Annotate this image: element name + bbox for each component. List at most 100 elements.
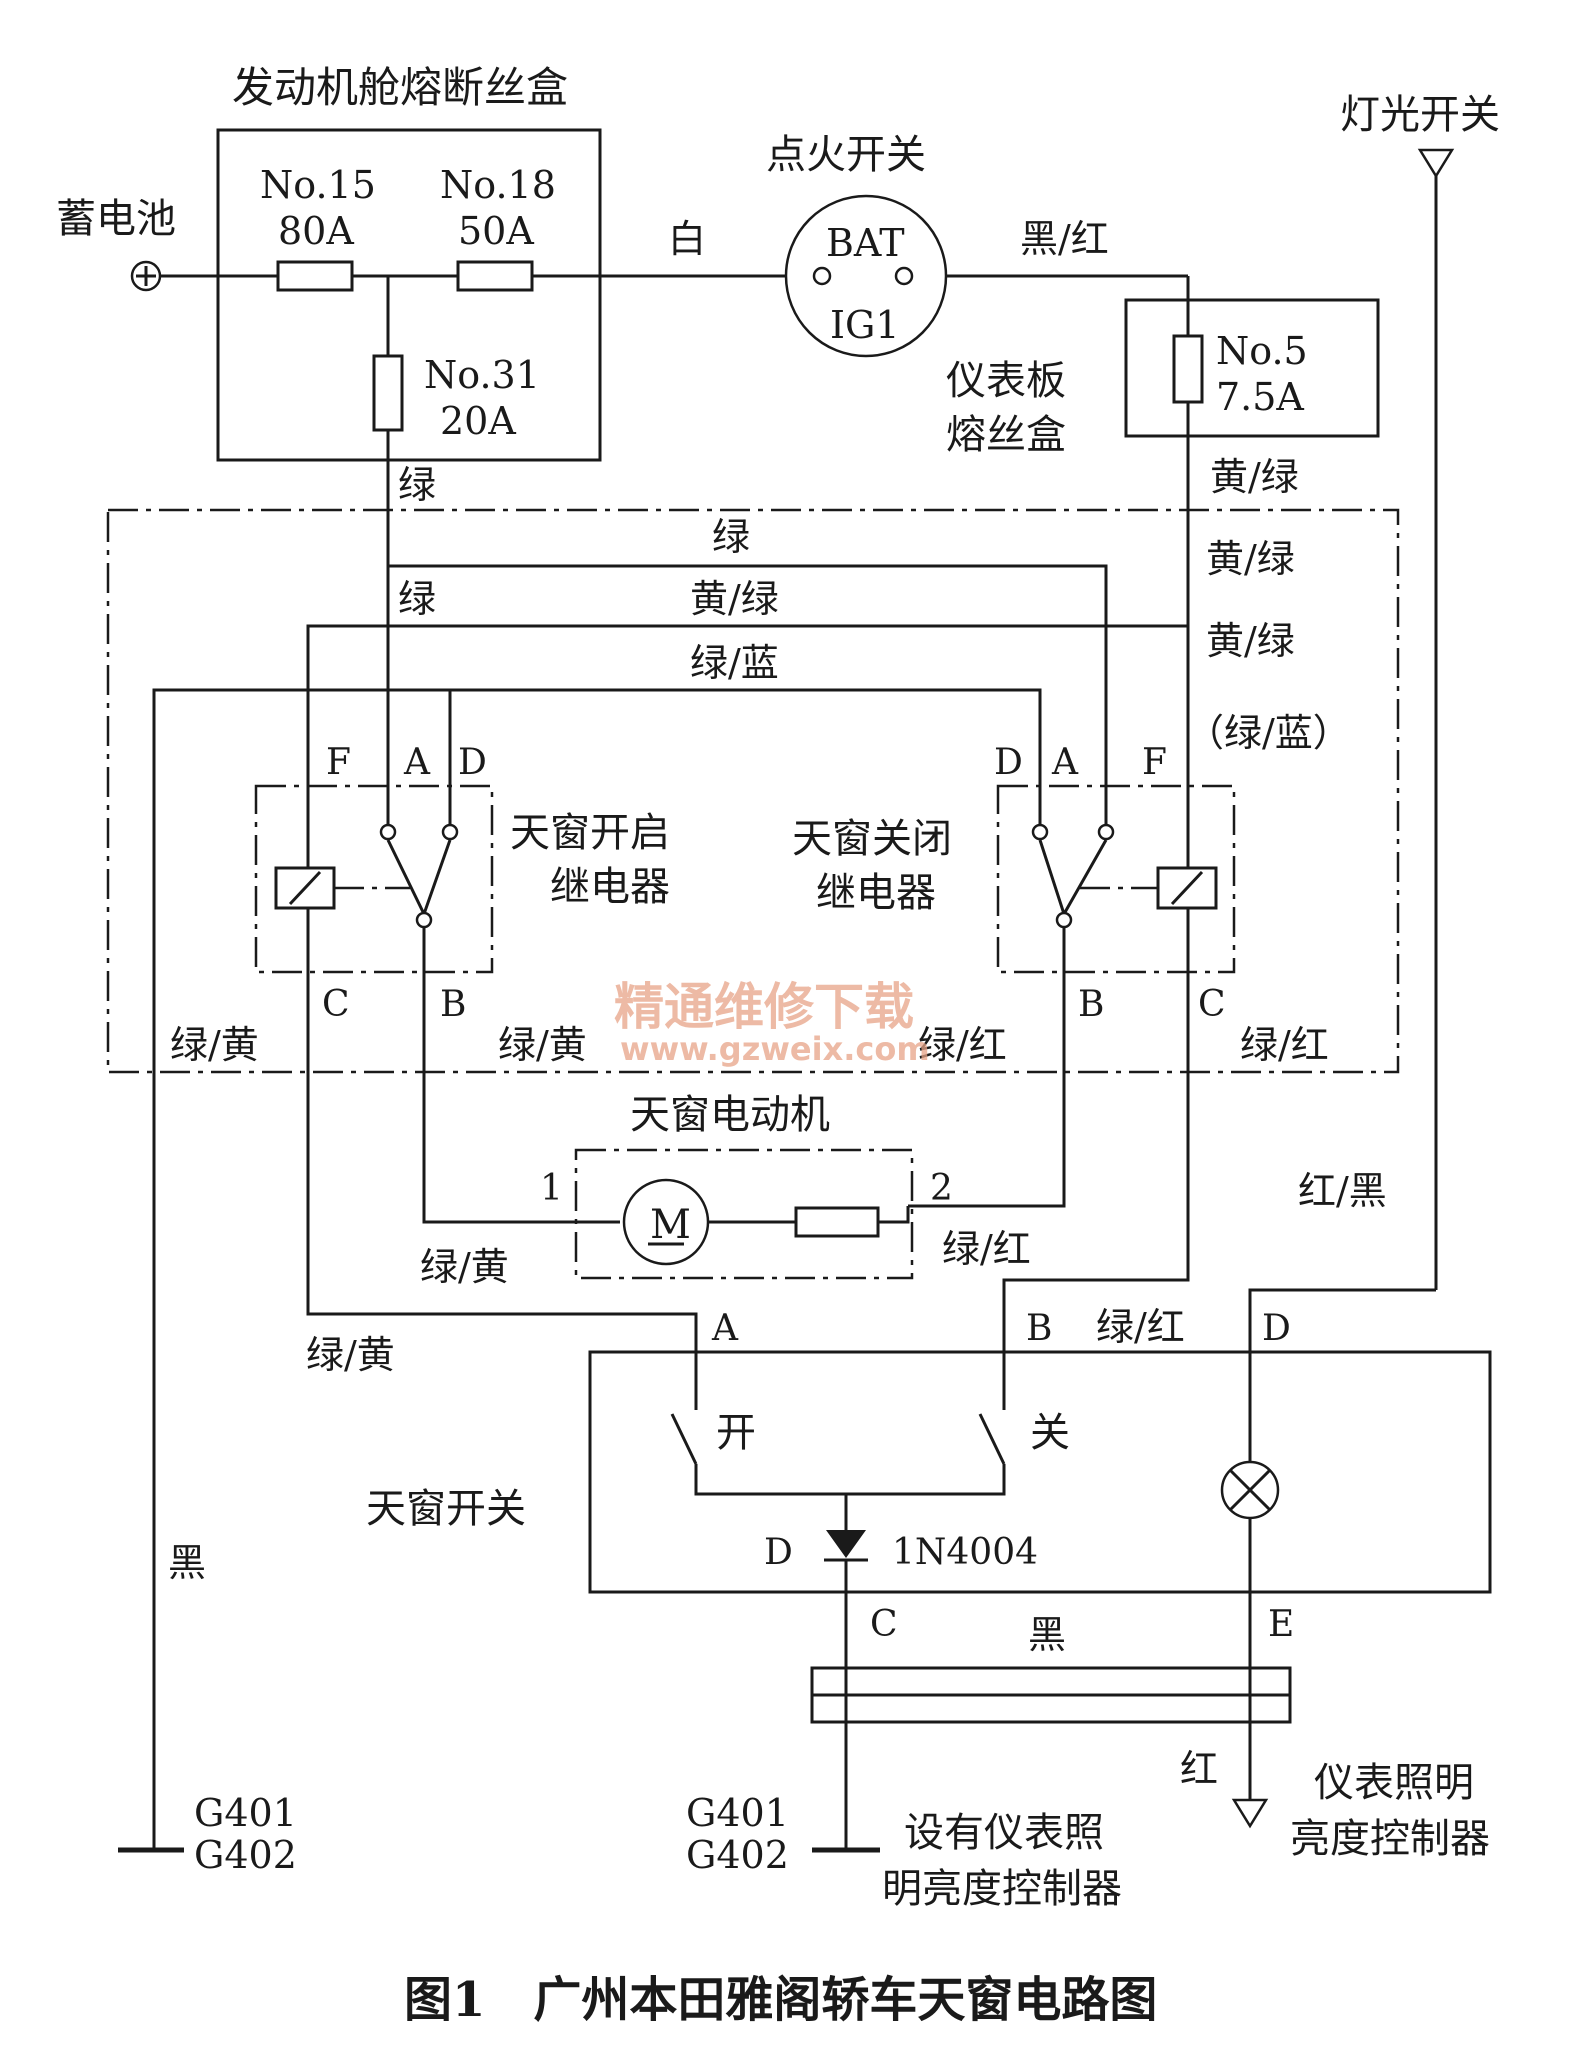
open-relay-pin-C: C (322, 984, 350, 1025)
fuse-no18-rating: 50A (458, 209, 534, 253)
motor-pin-2: 2 (930, 1168, 953, 1209)
wire-green-blue-run (152, 688, 1042, 1850)
sunroof-switch-frame (588, 1350, 1492, 1594)
dash-fuse-box-frame (1124, 298, 1380, 438)
wire-label-white: 白 (668, 217, 706, 261)
engine-fuse-box-title: 发动机舱熔断丝盒 (232, 63, 568, 112)
wire-label-green-yellow-4: 绿/黄 (306, 1333, 395, 1377)
open-relay-contact-B (415, 911, 433, 929)
ground-center-g402: G402 (686, 1833, 789, 1877)
ignition-ig1-label: IG1 (830, 303, 900, 347)
close-relay-pin-A: A (1051, 742, 1079, 783)
open-relay-pin-B: B (440, 984, 466, 1025)
ground-center-g401: G401 (686, 1791, 789, 1835)
open-relay-pin-F: F (326, 742, 351, 783)
close-relay-frame (996, 784, 1236, 974)
no-dimmer-label-1: 设有仪表照 (904, 1810, 1104, 1856)
wire-green-run (388, 564, 1108, 786)
fuse-no31 (372, 354, 404, 432)
open-relay-pin-A: A (403, 742, 431, 783)
wire-label-yellow-green-4: 黄/绿 (1206, 619, 1295, 663)
open-relay-contact-D (441, 823, 459, 841)
open-relay-coil-slash (288, 870, 322, 906)
switch-pin-E: E (1268, 1604, 1294, 1645)
wire-red-black-to-D (1248, 1288, 1436, 1480)
open-relay-label-2: 继电器 (550, 864, 670, 910)
diode-model: 1N4004 (892, 1532, 1038, 1573)
fuse-no18 (456, 260, 534, 292)
wire-label-black-2: 黑 (1028, 1613, 1066, 1657)
close-relay-contact-D (1031, 823, 1049, 841)
close-relay-pin-C: C (1198, 984, 1226, 1025)
no-dimmer-label-2: 明亮度控制器 (882, 1866, 1122, 1912)
wire-label-black-1: 黑 (168, 1541, 206, 1585)
wire-close-B-to-motor (908, 972, 1066, 1208)
ignition-ig1-terminal (894, 266, 914, 286)
wire-label-yellow-green-3: 黄/绿 (690, 577, 779, 621)
close-relay-pin-D: D (994, 742, 1023, 783)
close-relay-armature (1038, 839, 1108, 918)
wire-switch-common (694, 1464, 1006, 1496)
close-relay-contact-B (1055, 911, 1073, 929)
ignition-bat-label: BAT (826, 221, 905, 265)
wire-label-green-yellow-3: 绿/黄 (420, 1245, 509, 1289)
switch-close-blade (978, 1413, 1006, 1465)
ignition-switch-title: 点火开关 (766, 132, 926, 178)
wire-label-yellow-green-1: 黄/绿 (1210, 455, 1299, 499)
wire-label-black-red: 黑/红 (1020, 217, 1109, 261)
close-relay-label-1: 天窗关闭 (792, 816, 952, 862)
dash-fuse-id: No.5 (1216, 329, 1308, 373)
ground-left-g401: G401 (194, 1791, 297, 1835)
wire-label-green-red-1: 绿/红 (918, 1023, 1007, 1067)
wire-label-green-red-3: 绿/红 (942, 1227, 1031, 1271)
wire-label-green-2: 绿 (712, 515, 750, 559)
wire-motor-pin2 (878, 1206, 910, 1224)
ground-left-g402: G402 (194, 1833, 297, 1877)
motor-title: 天窗电动机 (630, 1092, 830, 1138)
wire-label-green-yellow-2: 绿/黄 (498, 1023, 587, 1067)
fuse-no31-rating: 20A (440, 399, 516, 443)
wire-label-green-red-4: 绿/红 (1096, 1305, 1185, 1349)
wire-label-red-black: 红/黑 (1298, 1169, 1387, 1213)
switch-open-label: 开 (716, 1410, 756, 1456)
dimmer-terminal (1231, 1798, 1269, 1829)
close-relay-pin-B: B (1078, 984, 1104, 1025)
outer-harness-frame (106, 508, 1400, 1074)
diode-symbol (826, 1530, 866, 1558)
open-relay-label-1: 天窗开启 (510, 810, 670, 856)
dimmer-label-1: 仪表照明 (1314, 1760, 1474, 1806)
switch-pin-A: A (711, 1308, 739, 1349)
wire-label-green-blue: 绿/蓝 (690, 641, 779, 685)
dimmer-label-2: 亮度控制器 (1290, 1816, 1490, 1862)
wire-label-red: 红 (1180, 1747, 1218, 1791)
sunroof-switch-title: 天窗开关 (366, 1486, 526, 1532)
watermark-name: 精通维修下载 (614, 978, 914, 1036)
close-relay-coil-slash (1170, 870, 1204, 906)
motor-breaker (794, 1206, 880, 1238)
ignition-switch-circle (784, 194, 948, 358)
switch-pin-D: D (1262, 1308, 1291, 1349)
watermark-url: www.gzweix.com (620, 1030, 930, 1068)
motor-frame (574, 1148, 914, 1280)
switch-open-blade (670, 1413, 698, 1465)
switch-pin-B: B (1026, 1308, 1052, 1349)
wire-label-yellow-green-2: 黄/绿 (1206, 537, 1295, 581)
open-relay-armature (386, 839, 452, 918)
wire-label-green-red-2: 绿/红 (1240, 1023, 1329, 1067)
open-relay-contact-A (379, 823, 397, 841)
dash-fuse-box-title-2: 熔丝盒 (946, 412, 1066, 458)
close-relay-contact-A (1097, 823, 1115, 841)
wire-open-C-to-switch-A (306, 972, 698, 1410)
wire-label-green-yellow-1: 绿/黄 (170, 1023, 259, 1067)
motor-pin-1: 1 (540, 1168, 563, 1209)
wire-yellow-green-run (306, 624, 1188, 786)
close-relay-label-2: 继电器 (816, 870, 936, 916)
fuse-no15-id: No.15 (260, 163, 376, 207)
switch-close-label: 关 (1030, 1410, 1070, 1456)
battery-label: 蓄电池 (56, 196, 176, 242)
wire-label-green-1: 绿 (398, 463, 436, 507)
open-relay-frame (254, 784, 494, 974)
light-switch-terminal (1417, 148, 1455, 179)
dash-fuse-box-title-1: 仪表板 (946, 358, 1066, 404)
